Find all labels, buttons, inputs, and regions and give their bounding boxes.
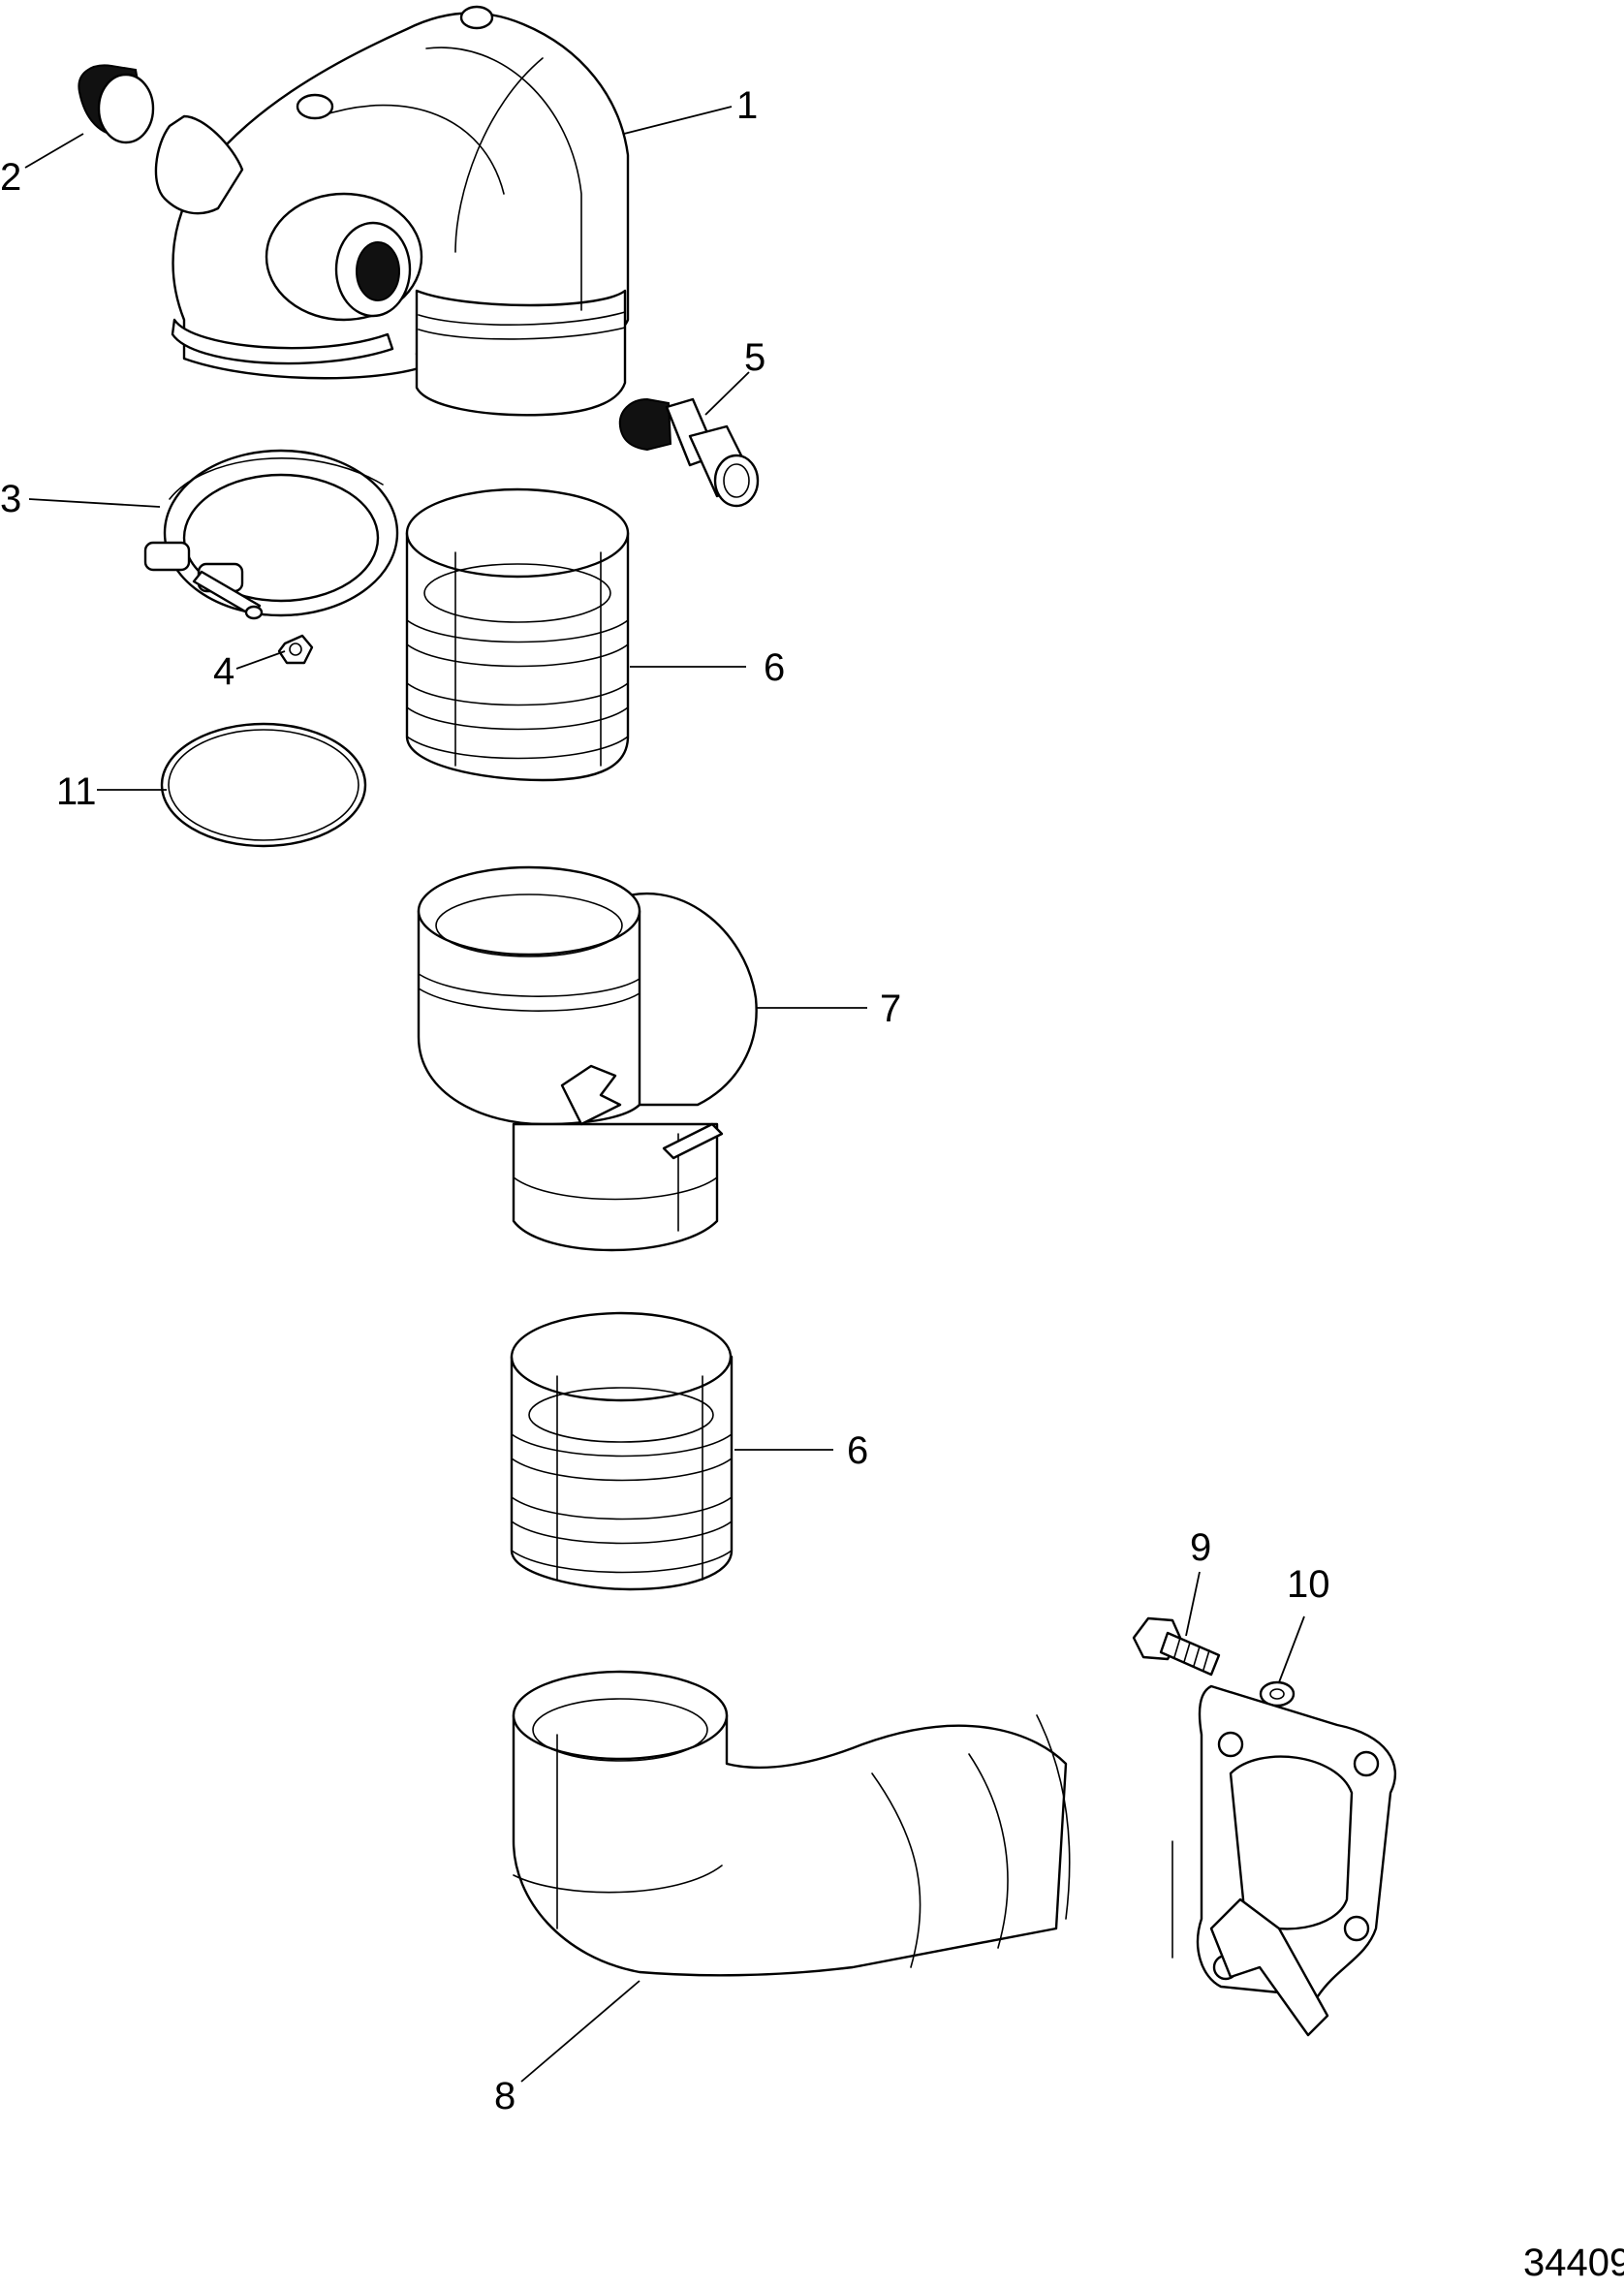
leader-10: [1278, 1615, 1305, 1683]
part-1-exhaust-elbow: [154, 5, 630, 417]
callout-6-upper: 6: [764, 646, 785, 689]
part-8-exhaust-pipe: [512, 1670, 1396, 2037]
part-3-clamp: [143, 449, 399, 620]
callout-9: 9: [1190, 1526, 1211, 1569]
part-2-plug: [78, 64, 155, 144]
part-11-o-ring: [160, 722, 367, 848]
callout-11: 11: [56, 770, 97, 813]
part-9-bolt: [1132, 1616, 1221, 1677]
leader-1: [623, 106, 733, 135]
callout-7: 7: [880, 988, 901, 1030]
callout-labels: 1 2 3 4 5 6 11 7 6 9 10 8: [0, 84, 1330, 2117]
leader-9: [1185, 1571, 1201, 1637]
part-7-y-pipe: [417, 865, 758, 1252]
callout-3: 3: [0, 478, 21, 520]
callout-10: 10: [1287, 1563, 1330, 1606]
leader-3: [28, 498, 161, 508]
part-6-sleeve-upper: [405, 487, 630, 782]
leader-5: [704, 371, 750, 416]
part-5-fitting: [618, 397, 760, 508]
part-6-sleeve-lower: [510, 1311, 734, 1591]
callout-5: 5: [744, 336, 765, 379]
callout-8: 8: [494, 2075, 515, 2117]
part-4-nut: [277, 634, 314, 665]
callout-1: 1: [736, 84, 758, 127]
figure-number: 34409: [1523, 2242, 1624, 2284]
callout-4: 4: [213, 650, 234, 693]
leader-2: [24, 133, 84, 169]
leader-lines: [24, 106, 1305, 2083]
callout-6-lower: 6: [847, 1429, 868, 1472]
leader-4: [235, 650, 286, 670]
callout-2: 2: [0, 156, 21, 199]
leader-8: [520, 1980, 640, 2083]
